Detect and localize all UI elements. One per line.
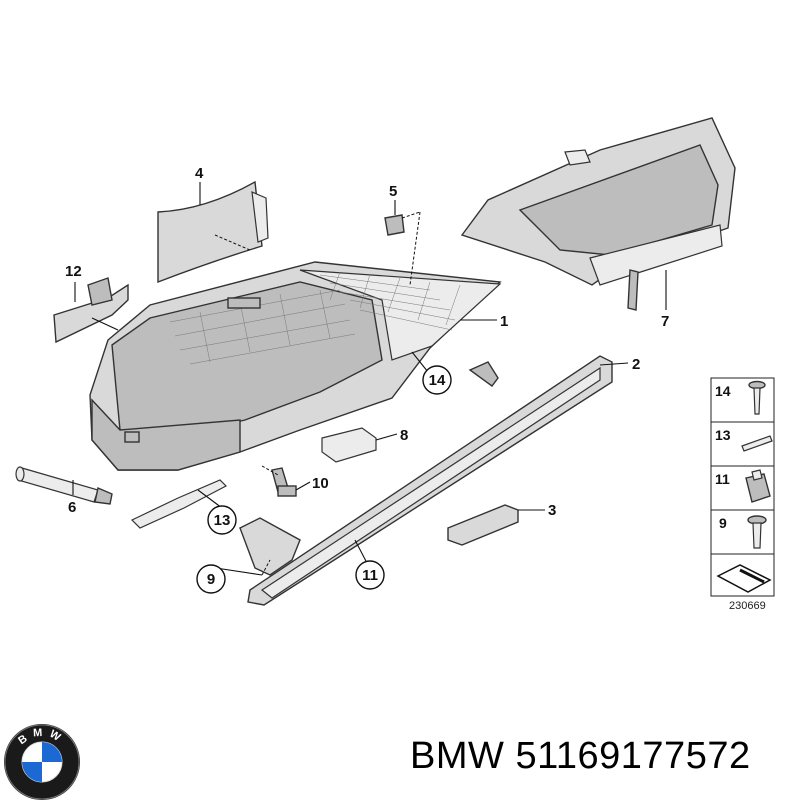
clip-11-icon xyxy=(745,469,771,503)
screw-14-icon xyxy=(748,380,766,415)
legend-label-14: 14 xyxy=(715,383,731,399)
part-lid-2 xyxy=(239,355,613,606)
callout-10: 10 xyxy=(312,475,329,492)
legend-label-9: 9 xyxy=(719,515,727,531)
part-hinge-3 xyxy=(447,504,519,546)
callout-7: 7 xyxy=(661,313,669,330)
callout-9-ring: 9 xyxy=(196,564,226,594)
fastener-legend: 14 13 11 9 230669 xyxy=(710,377,775,612)
callout-4: 4 xyxy=(195,165,204,182)
leader-lines xyxy=(72,182,667,576)
callout-3: 3 xyxy=(548,502,556,519)
part-latch-8 xyxy=(321,427,377,463)
part-cover-plate xyxy=(157,180,269,284)
part-screw-10 xyxy=(271,467,297,497)
callout-6: 6 xyxy=(68,499,76,516)
brand-name: BMW xyxy=(410,735,505,777)
part-storage-unit-7 xyxy=(460,117,736,311)
callout-8: 8 xyxy=(400,427,408,444)
callout-12: 12 xyxy=(65,263,82,280)
callout-14-ring: 14 xyxy=(422,365,452,395)
callout-1: 1 xyxy=(500,313,508,330)
callout-13-ring: 13 xyxy=(207,505,237,535)
part-number: 51169177572 xyxy=(515,735,751,777)
pin-13-icon xyxy=(741,435,773,452)
gasket-icon xyxy=(716,564,772,593)
callout-14: 14 xyxy=(429,372,446,389)
screw-9-icon xyxy=(747,515,767,549)
callout-11: 11 xyxy=(362,567,378,584)
callout-2: 2 xyxy=(632,356,640,373)
callout-9: 9 xyxy=(207,571,215,588)
part-glove-box-housing xyxy=(89,261,502,471)
bmw-logo: BMW xyxy=(4,724,80,800)
legend-label-13: 13 xyxy=(715,427,731,443)
part-clip-5 xyxy=(384,214,405,236)
part-damper-6 xyxy=(15,466,113,505)
footer-caption: BMW 51169177572 xyxy=(410,735,751,778)
callout-5: 5 xyxy=(389,183,397,200)
callout-13: 13 xyxy=(214,512,231,529)
legend-label-11: 11 xyxy=(715,471,730,487)
callout-11-ring: 11 xyxy=(355,560,385,590)
part-strip-13 xyxy=(130,479,228,529)
part-bracket-12 xyxy=(53,277,129,344)
diagram-id: 230669 xyxy=(729,600,766,612)
